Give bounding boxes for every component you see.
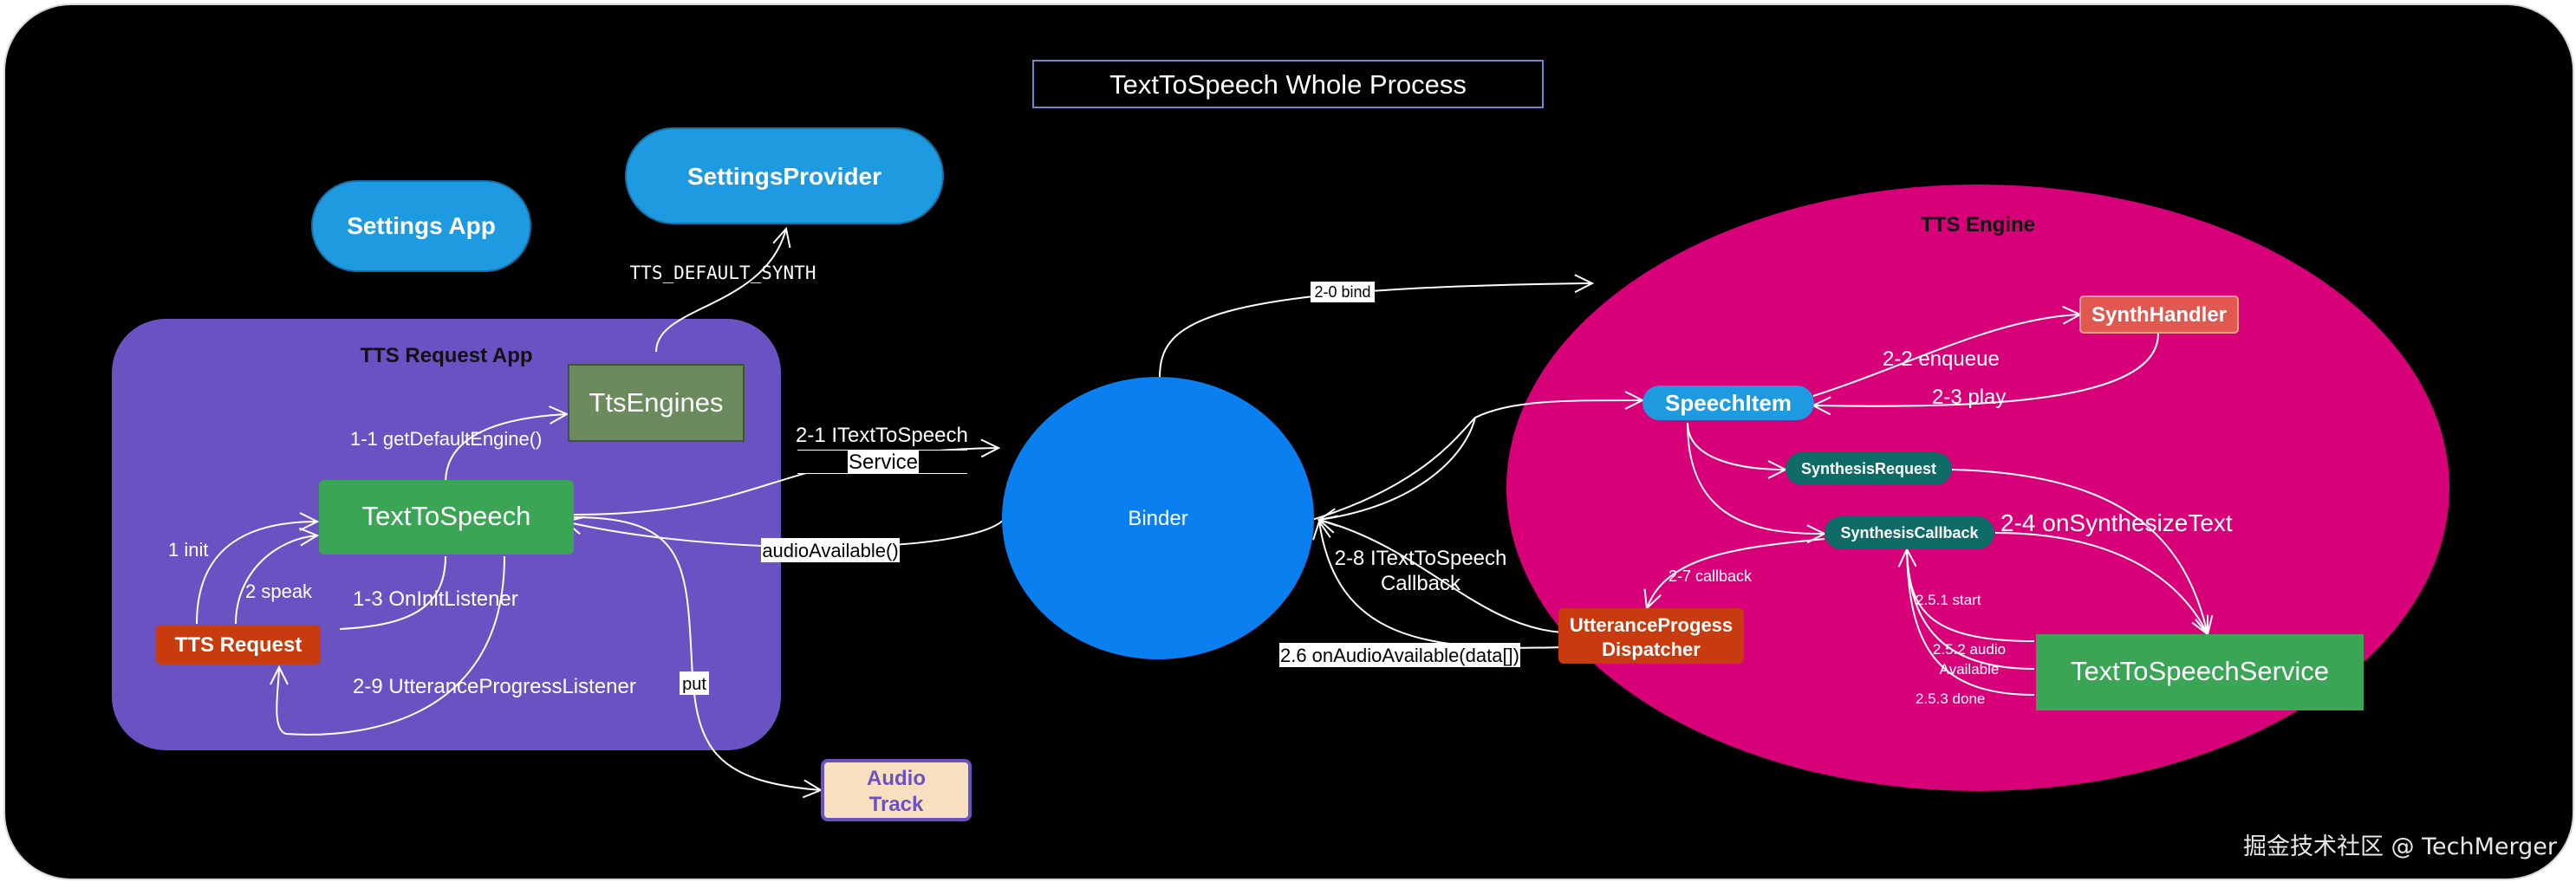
tts-engines-label: TtsEngines [589,387,723,418]
edge-binder-speech-item-back [1317,417,1476,527]
label-get-default-engine: 1-1 getDefaultEngine() [350,428,542,450]
text-to-speech-node [319,480,574,554]
binder-node [1002,377,1314,659]
edge-itts-callback [1317,515,1563,633]
tts-request-node [156,625,321,665]
edge-put [573,516,823,799]
label-start-251: 2.5.1 start [1916,592,1981,608]
label-on-audio-available: 2.6 onAudioAvailable(data[]) [1280,645,1519,666]
binder-label: Binder [1128,507,1187,530]
label-on-init-listener: 1-3 OnInitListener [353,587,518,611]
audio-track-label-2: Track [869,793,924,816]
edge-init [196,512,320,625]
label-put: put [682,675,706,694]
label-audio-252-2: Available [1940,661,2000,678]
edge-on-init-listener [339,555,446,630]
diagram-canvas: TextToSpeech Whole Process TTS Request A… [3,3,2574,880]
synthesis-callback-label: SynthesisCallback [1840,524,1979,542]
edge-callback-dispatcher [1643,538,1825,611]
edge-bind [1159,274,1595,379]
edge-callback-service [1994,532,2209,636]
settings-provider-label: SettingsProvider [687,163,881,190]
watermark: 掘金技术社区 @ TechMerger [2243,833,2558,860]
utterance-dispatcher-label-1: UtteranceProgess [1570,614,1733,636]
edge-enqueue [1812,305,2083,397]
tts-request-app-label: TTS Request App [360,344,532,367]
label-callback-27: 2-7 callback [1669,567,1753,585]
speech-item-node [1643,386,1814,420]
utterance-dispatcher-label-2: Dispatcher [1602,639,1701,660]
label-done-253: 2.5.3 done [1916,691,1985,707]
label-init: 1 init [168,539,208,561]
label-utterance-listener: 2-9 UtteranceProgressListener [353,675,636,698]
label-bind: 2-0 bind [1314,283,1370,301]
audio-track-node [821,759,972,821]
tts-request-label: TTS Request [175,633,302,657]
label-on-synthesize-text: 2-4 onSynthesizeText [2000,509,2233,536]
label-play: 2-3 play [1932,386,2006,409]
tts-service-node [2036,634,2364,710]
edge-request-service [1951,469,2214,637]
synthesis-request-label: SynthesisRequest [1801,460,1936,477]
label-tts-default-synth: TTS_DEFAULT_SYNTH [630,263,816,283]
label-audio-252-1: 2.5.2 audio [1933,641,2006,658]
edge-speechitem-request [1687,422,1788,479]
edge-utterance-listener [270,555,505,736]
tts-engines-node [568,364,745,442]
process-diagram: TextToSpeech Whole Process TTS Request A… [112,60,2558,860]
label-itts-callback-1: 2-8 ITextToSpeech [1335,547,1507,570]
audio-track-label-1: Audio [867,767,926,790]
label-itts-callback-2: Callback [1381,572,1461,595]
tts-engine-label: TTS Engine [1921,213,2035,237]
label-itts-service-2: Service [849,451,918,474]
utterance-dispatcher-node [1558,608,1744,664]
edge-speak [235,527,320,625]
text-to-speech-label: TextToSpeech [362,501,531,531]
edge-get-default-engine [445,405,569,483]
title-box [1032,60,1544,108]
synthesis-request-node [1786,452,1952,485]
settings-app-label: Settings App [347,212,496,239]
edge-play [1811,333,2159,416]
settings-provider-node [625,127,944,224]
label-enqueue: 2-2 enqueue [1883,347,2000,371]
edge-audio-available-252 [1906,548,2035,670]
tts-service-label: TextToSpeechService [2071,656,2329,686]
synth-handler-label: SynthHandler [2091,303,2227,327]
synth-handler-node [2079,295,2239,334]
edge-speechitem-callback [1687,422,1827,544]
label-audio-available: audioAvailable() [762,540,898,561]
edge-done [1906,548,2035,696]
synthesis-callback-node [1825,516,1994,549]
label-speak: 2 speak [245,580,313,602]
edge-tts-default-synth [655,226,791,353]
speech-item-label: SpeechItem [1665,390,1792,416]
diagram-title: TextToSpeech Whole Process [1109,69,1467,100]
label-itts-service-1: 2-1 ITextToSpeech [796,424,968,447]
settings-app-node [311,180,531,272]
